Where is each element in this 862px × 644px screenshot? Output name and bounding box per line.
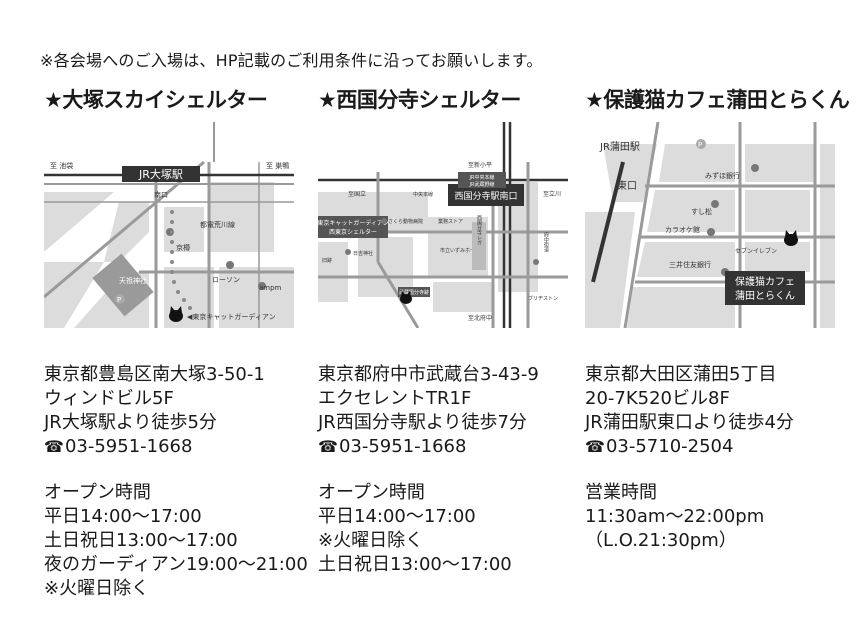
venue-hours: オープン時間 平日14:00〜17:00 土日祝日13:00〜17:00 夜のガ… (44, 481, 314, 601)
notice-text: ※各会場へのご入場は、HP記載のご利用条件に沿ってお願いします。 (40, 51, 543, 70)
cat-marker-icon (784, 230, 798, 246)
access-line: JR西国分寺駅より徒歩7分 (318, 412, 527, 433)
address-line: ウィンドビル5F (44, 388, 174, 409)
map-label: 至新小平 (468, 161, 492, 169)
map-label: 武蔵国分寺跡 (399, 289, 429, 296)
map-label: 三井住友銀行 (669, 260, 711, 269)
map-label: 旧跡 (322, 257, 332, 264)
map-label: 中央本線 (413, 191, 433, 198)
hours-line: 平日14:00〜17:00 (44, 506, 202, 527)
map-label: さくら動物病院 (388, 218, 423, 225)
map-otsuka: JR大塚駅 至 池袋 至 巣鴨 南口 都電荒川線 京樽 天祖神社 ローソン am… (44, 122, 294, 328)
map-label: カラオケ館 (665, 225, 700, 234)
map-label: 業務ストア (438, 218, 463, 225)
map-kamata: JR蒲田駅 東口 P みずほ銀行 すし松 カラオケ館 セブンイレブン 三井住友銀… (585, 122, 835, 328)
map-label: 府中街道 (543, 231, 549, 253)
phone-icon: ☎ (585, 437, 605, 456)
hours-line: 土日祝日13:00〜17:00 (318, 554, 512, 575)
tel-number: 03-5951-1668 (64, 436, 193, 457)
hours-line: （L.O.21:30pm） (585, 530, 737, 551)
hours-line: 平日14:00〜17:00 (318, 506, 476, 527)
map-label: ブリヂストン (528, 295, 558, 302)
map-label: JR中央本線 (469, 174, 495, 181)
address-line: 東京都府中市武蔵台3-43-9 (318, 364, 539, 385)
map-label: 至国立 (348, 190, 366, 198)
map-label: 南口 (154, 190, 168, 199)
map-label: 至 池袋 (50, 161, 73, 170)
parking-icon: P (698, 141, 702, 149)
address-line: エクセレントTR1F (318, 388, 472, 409)
map-label: みずほ銀行 (705, 171, 740, 180)
map-label: 西東京シェルター (329, 228, 377, 236)
hours-line: 夜のガーディアン19:00〜21:00 (44, 554, 308, 575)
map-label: 至 巣鴨 (266, 161, 289, 170)
map-label: すし松 (691, 207, 712, 216)
tel-line: ☎03-5710-2504 (585, 435, 855, 459)
access-line: JR蒲田駅東口より徒歩4分 (585, 412, 794, 433)
tel-line: ☎03-5951-1668 (318, 435, 588, 459)
address-line: 東京都豊島区南大塚3-50-1 (44, 364, 265, 385)
venue-otsuka: ★大塚スカイシェルター (44, 84, 314, 601)
tel-line: ☎03-5951-1668 (44, 435, 314, 459)
hours-line: ※火曜日除く (44, 578, 150, 599)
map-label: 東口 (617, 179, 637, 192)
venue-hours: オープン時間 平日14:00〜17:00 ※火曜日除く 土日祝日13:00〜17… (318, 481, 588, 577)
map-label: ◀東京キャットガーディアン (187, 312, 276, 321)
venue-title: ★西国分寺シェルター (318, 88, 521, 112)
map-label: 西国分寺レガ (476, 215, 482, 246)
hours-line: 土日祝日13:00〜17:00 (44, 530, 238, 551)
venue-address: 東京都府中市武蔵台3-43-9 エクセレントTR1F JR西国分寺駅より徒歩7分… (318, 363, 588, 459)
venue-address: 東京都豊島区南大塚3-50-1 ウィンドビル5F JR大塚駅より徒歩5分 ☎03… (44, 363, 314, 459)
phone-icon: ☎ (44, 437, 64, 456)
map-label: 天祖神社 (119, 276, 147, 285)
hours-line: 11:30am〜22:00pm (585, 506, 765, 527)
map-label: JR武蔵野線 (469, 181, 495, 188)
hours-line: ※火曜日除く (318, 530, 424, 551)
map-label: 京樽 (176, 243, 190, 252)
map-label: ampm (259, 284, 282, 292)
address-line: 東京都大田区蒲田5丁目 (585, 364, 777, 385)
cat-marker-icon (400, 291, 412, 304)
map-label: 市立いずみホール (440, 247, 480, 254)
map-station-label: JR大塚駅 (138, 167, 183, 181)
map-label: 都電荒川線 (200, 220, 235, 229)
venue-address: 東京都大田区蒲田5丁目 20-7K520ビル8F JR蒲田駅東口より徒歩4分 ☎… (585, 363, 855, 459)
tel-number: 03-5951-1668 (338, 436, 467, 457)
map-station-label: JR蒲田駅 (599, 140, 640, 153)
map-label: ローソン (212, 276, 240, 284)
callout-line: 保護猫カフェ (735, 275, 795, 288)
venue-nishikokubunji: ★西国分寺シェルター (318, 84, 588, 577)
hours-heading: オープン時間 (318, 482, 425, 503)
parking-icon: P (117, 296, 121, 304)
map-station-label: 西国分寺駅南口 (454, 190, 517, 202)
hours-heading: 営業時間 (585, 482, 657, 503)
map-label: 日吉神社 (353, 250, 373, 257)
map-label: 至北府中 (468, 314, 492, 322)
venue-title: ★保護猫カフェ蒲田とらくん (585, 88, 850, 112)
callout-line: 蒲田とらくん (735, 289, 795, 302)
map-label: 東京キャットガーディアン (318, 219, 389, 227)
phone-icon: ☎ (318, 437, 338, 456)
tel-number: 03-5710-2504 (605, 436, 734, 457)
map-label: 至立川 (543, 190, 561, 198)
map-nishikokubunji: 西国分寺駅南口 JR中央本線 JR武蔵野線 至新小平 至国立 中央本線 至立川 … (318, 122, 568, 328)
map-label: セブンイレブン (735, 247, 777, 255)
venue-title: ★大塚スカイシェルター (44, 88, 268, 112)
venue-hours: 営業時間 11:30am〜22:00pm （L.O.21:30pm） (585, 481, 855, 553)
access-line: JR大塚駅より徒歩5分 (44, 412, 217, 433)
venue-kamata: ★保護猫カフェ蒲田とらくん (585, 84, 855, 553)
address-line: 20-7K520ビル8F (585, 388, 730, 409)
hours-heading: オープン時間 (44, 482, 151, 503)
cat-marker-icon (169, 306, 183, 322)
